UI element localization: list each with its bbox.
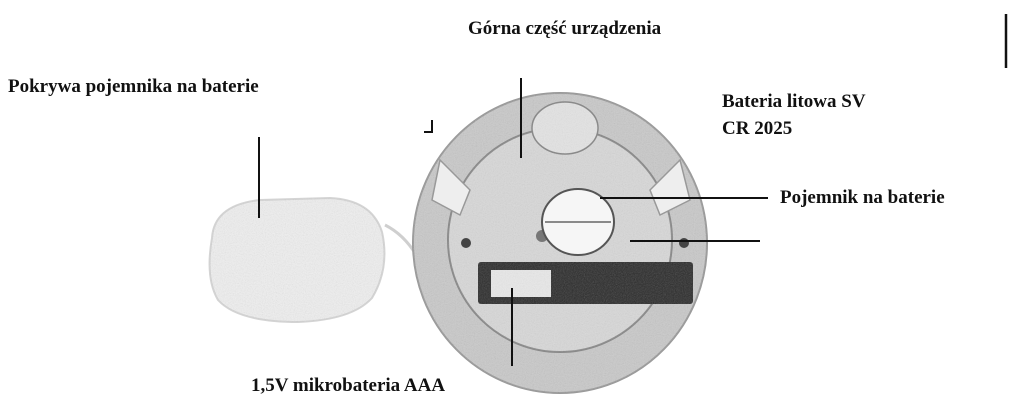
bracket-mark — [424, 120, 432, 132]
label-battery-holder: Pojemnik na baterie — [780, 186, 945, 210]
battery-cover — [210, 198, 418, 322]
label-lithium-line1: Bateria litowa SV — [722, 90, 866, 114]
aaa-battery — [478, 262, 693, 304]
label-lithium-line2: CR 2025 — [722, 117, 792, 141]
label-top-part: Górna część urządzenia — [468, 17, 661, 41]
label-aaa-battery: 1,5V mikrobateria AAA — [251, 374, 445, 398]
label-battery-cover: Pokrywa pojemnika na baterie — [8, 75, 259, 99]
